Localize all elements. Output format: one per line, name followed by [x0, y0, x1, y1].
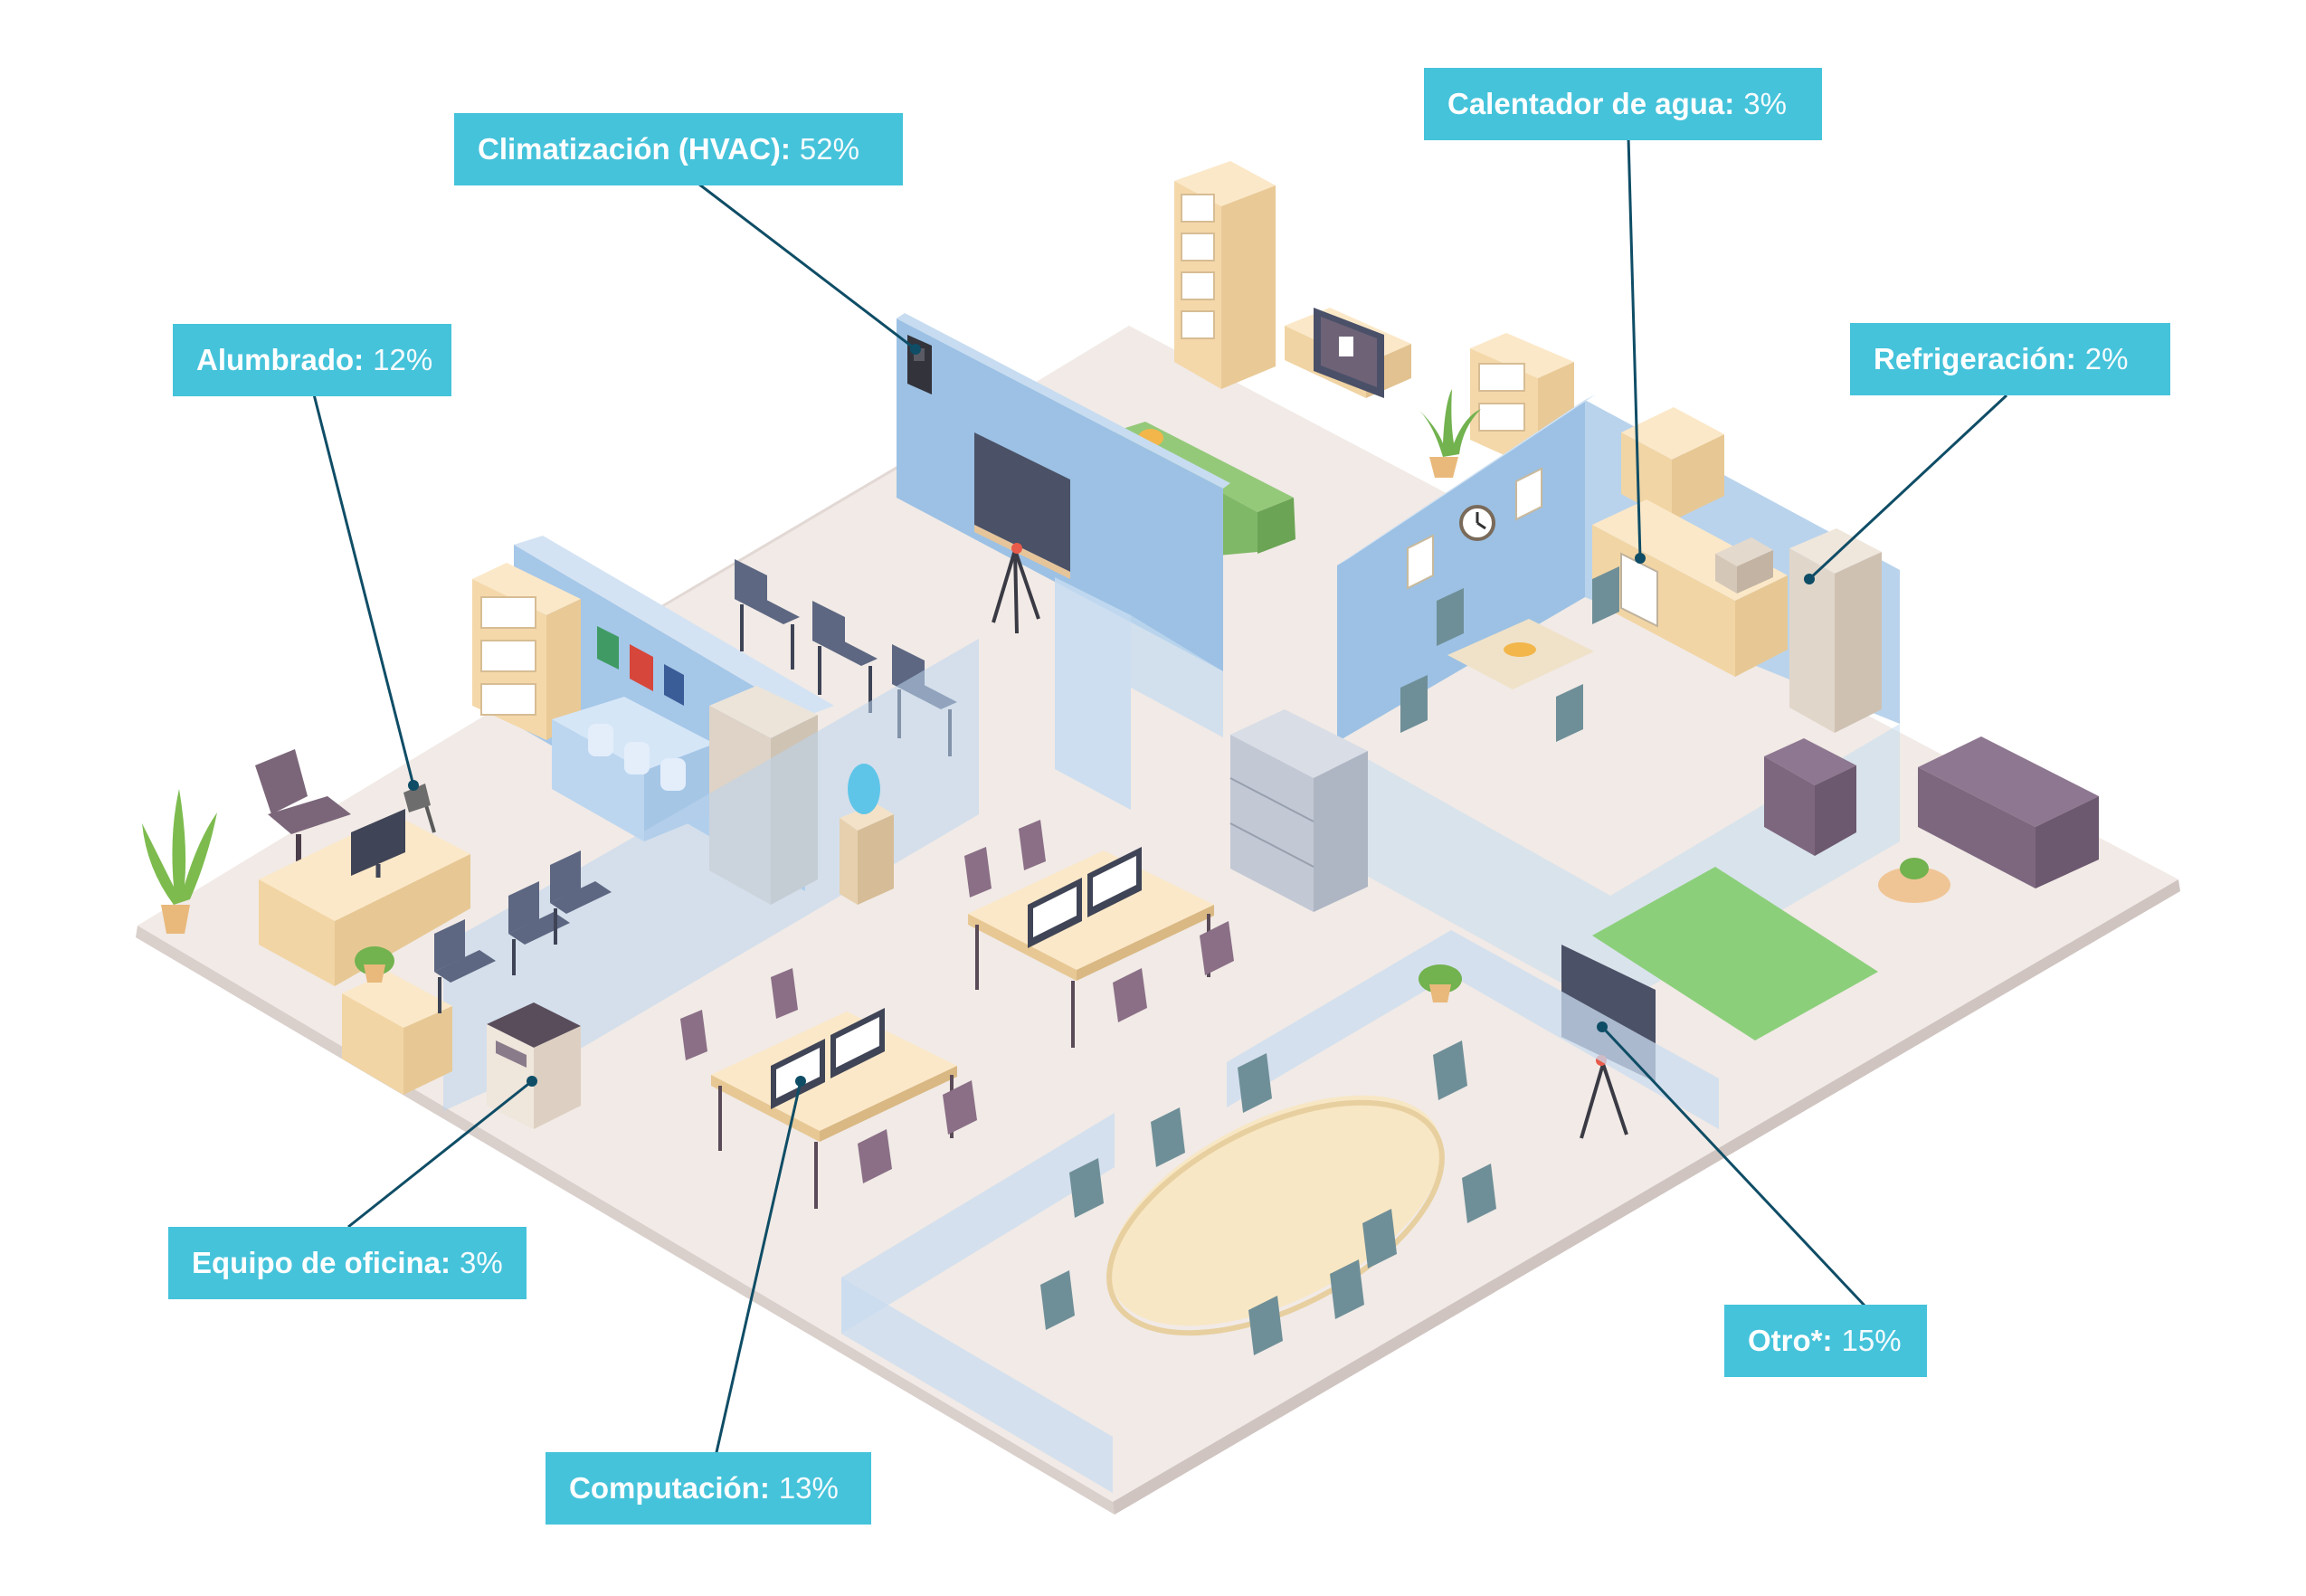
lounge-right — [1561, 736, 2099, 1139]
monitor-icon — [1028, 878, 1082, 948]
rug-icon — [1592, 867, 1878, 1040]
callout-other: Otro*: 15% — [1724, 1305, 1927, 1377]
callout-hvac: Climatización (HVAC): 52% — [454, 113, 903, 185]
callout-computing: Computación: 13% — [546, 1452, 871, 1525]
sofa-icon — [1764, 738, 1856, 856]
plant-icon — [142, 789, 217, 934]
whiteboard-icon — [974, 432, 1070, 634]
callout-lighting: Alumbrado: 12% — [173, 324, 451, 396]
plant-icon — [355, 946, 394, 983]
callout-water-heater-label: Calentador de agua: — [1447, 87, 1735, 120]
chair-icon — [1040, 1040, 1496, 1355]
clock-icon — [1459, 505, 1495, 541]
callout-refrigeration-value: 2% — [2084, 342, 2129, 375]
callout-office-equipment: Equipo de oficina: 3% — [168, 1227, 527, 1299]
chair-icon — [1400, 566, 1619, 742]
desk-cluster — [680, 968, 977, 1209]
printer-icon — [487, 1002, 581, 1129]
microwave-icon — [1715, 537, 1773, 594]
chair-icon — [255, 749, 351, 861]
workstations — [680, 820, 1234, 1209]
side-table-icon — [1878, 858, 1950, 903]
conference-table-icon — [1106, 1095, 1445, 1336]
callout-lighting-value: 12% — [373, 343, 433, 376]
callout-refrigeration-label: Refrigeración: — [1874, 342, 2076, 375]
callout-water-heater-value: 3% — [1743, 87, 1787, 120]
reception-area — [142, 749, 612, 1129]
bookshelf-icon — [472, 563, 581, 740]
monitor-icon — [1087, 847, 1142, 917]
callout-computing-value: 13% — [778, 1471, 839, 1505]
callout-water-heater: Calentador de agua: 3% — [1424, 68, 1822, 140]
callout-computing-label: Computación: — [569, 1471, 770, 1505]
callout-lighting-label: Alumbrado: — [196, 343, 365, 376]
plant-icon — [1416, 389, 1481, 478]
hvac-wall — [897, 313, 1230, 810]
monitor-icon — [771, 1039, 825, 1109]
callout-refrigeration: Refrigeración: 2% — [1850, 323, 2170, 395]
chair-icon — [680, 968, 977, 1183]
conference-room — [841, 930, 1719, 1493]
kitchen — [1337, 394, 1900, 1010]
callout-office-equipment-value: 3% — [460, 1246, 503, 1279]
plant-icon — [1419, 964, 1462, 1002]
reception-counter-icon — [342, 972, 452, 1095]
callout-office-equipment-label: Equipo de oficina: — [192, 1246, 451, 1279]
callout-hvac-value: 52% — [799, 132, 859, 166]
monitor-icon — [830, 1008, 885, 1078]
lamp-icon — [403, 784, 436, 833]
leader-lines — [312, 137, 2008, 1461]
monitor-icon — [351, 809, 405, 878]
desk-cluster — [964, 820, 1234, 1048]
chair-icon — [434, 850, 612, 1013]
water-cooler-icon — [840, 764, 894, 905]
callout-other-value: 15% — [1841, 1324, 1902, 1357]
callout-hvac-label: Climatización (HVAC): — [478, 132, 791, 166]
tv-icon — [1285, 308, 1411, 398]
fridge-icon — [1789, 528, 1882, 733]
callout-other-label: Otro*: — [1748, 1324, 1833, 1357]
bookshelf-icon — [1174, 161, 1276, 389]
sofa-icon — [1918, 736, 2099, 888]
chair-icon — [964, 820, 1234, 1022]
poster-icon — [597, 626, 684, 706]
filing-cabinet-icon — [1229, 709, 1368, 912]
